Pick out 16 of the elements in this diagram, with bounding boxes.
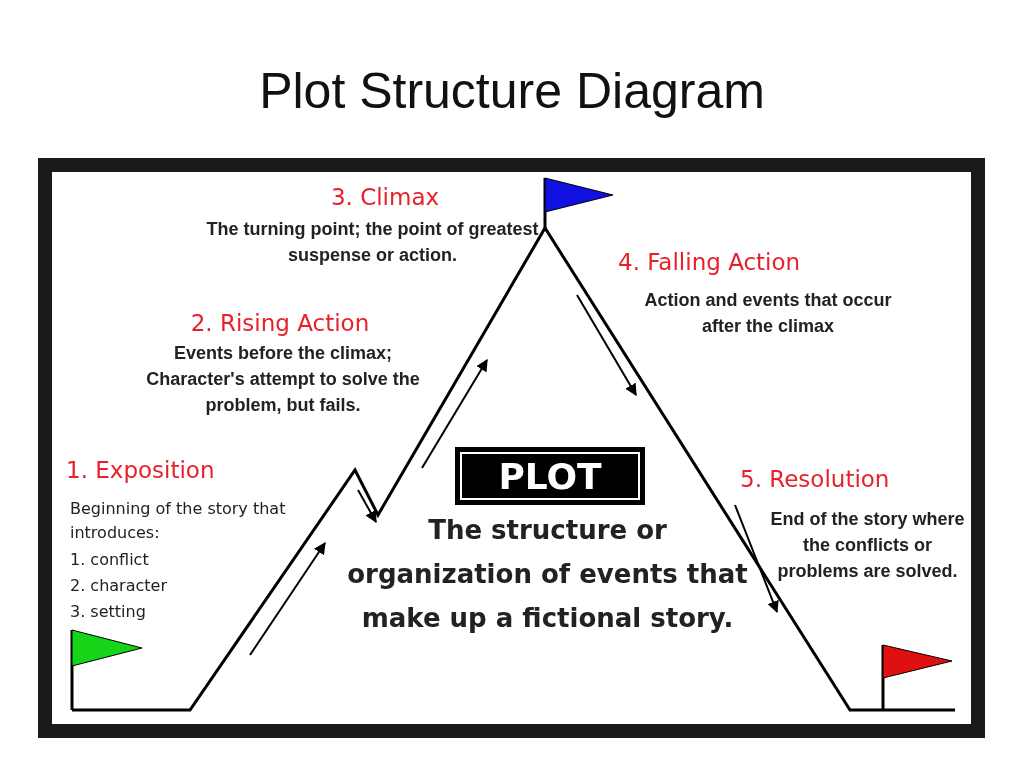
stage-description: Beginning of the story that introduces: bbox=[70, 498, 287, 544]
plot-definition: The structure or organization of events that make up a fictional story. bbox=[346, 514, 749, 635]
stage-description: End of the story where the conflicts or problems are solved. bbox=[769, 508, 966, 583]
stage-heading: 5. Resolution bbox=[740, 466, 891, 492]
stage-heading: 4. Falling Action bbox=[618, 249, 802, 275]
stage-heading: 2. Rising Action bbox=[189, 310, 371, 336]
plot-box: PLOT bbox=[455, 447, 645, 505]
list-item: 2. character bbox=[70, 575, 168, 597]
stage-description: Action and events that occur after the climax bbox=[643, 289, 893, 338]
stage-heading: 1. Exposition bbox=[66, 457, 216, 483]
stage-description: The turning point; the point of greatest suspense or action. bbox=[205, 218, 540, 267]
list-item: 1. conflict bbox=[70, 549, 150, 571]
list-item: 3. setting bbox=[70, 601, 147, 623]
stage-heading: 3. Climax bbox=[329, 184, 441, 210]
title: Plot Structure Diagram bbox=[258, 62, 766, 120]
stage-description: Events before the climax; Character's attempt to solve the problem, but fails. bbox=[145, 342, 421, 417]
